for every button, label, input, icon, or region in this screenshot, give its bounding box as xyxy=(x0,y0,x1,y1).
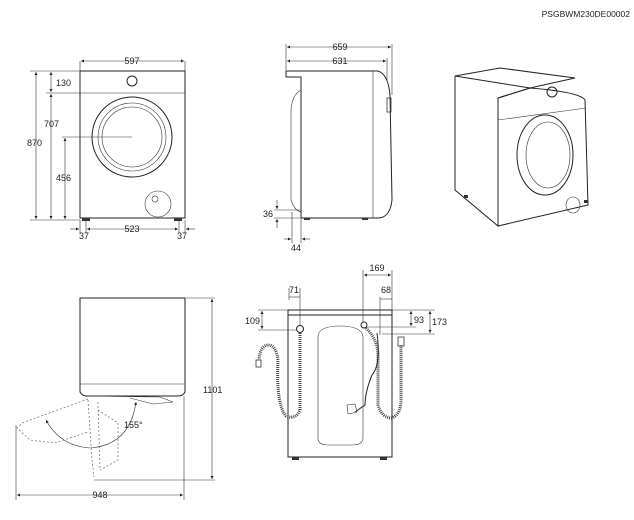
dim-cable-height: 173 xyxy=(432,317,447,327)
dim-width: 597 xyxy=(124,56,139,66)
dim-door-center: 456 xyxy=(56,173,71,183)
dim-total-height: 870 xyxy=(27,138,42,148)
dim-foot-offset: 44 xyxy=(291,243,301,253)
dim-door-angle: 155° xyxy=(124,420,143,430)
top-view: 155° 1101 948 xyxy=(15,297,222,500)
dim-inlet-offset: 71 xyxy=(289,285,299,295)
side-view: 659 631 36 44 xyxy=(263,42,393,253)
dim-door-top: 707 xyxy=(44,119,59,129)
inlet-connector-icon xyxy=(296,325,304,333)
dim-cable-offset: 68 xyxy=(381,285,391,295)
isometric-view xyxy=(454,67,589,228)
dim-depth-body: 631 xyxy=(332,56,347,66)
dim-width-door-open: 948 xyxy=(92,490,107,500)
dim-foot-left: 37 xyxy=(79,231,89,241)
drain-hose-icon xyxy=(364,326,403,420)
back-view: 71 169 68 109 93 173 xyxy=(245,263,447,460)
dim-drain-offset: 169 xyxy=(369,263,384,273)
dim-foot-span: 523 xyxy=(124,224,139,234)
power-cable-icon xyxy=(354,332,379,413)
dim-drain-height: 93 xyxy=(414,315,424,325)
dim-inlet-height: 109 xyxy=(245,316,260,326)
front-view: 597 870 130 707 456 37 523 37 xyxy=(27,56,195,241)
dim-depth-door-open: 1101 xyxy=(203,385,222,395)
dim-foot-right: 37 xyxy=(177,231,187,241)
drain-connector-icon xyxy=(360,321,368,329)
dim-foot-height: 36 xyxy=(263,209,273,219)
drawing-reference: PSGBWM230DE00002 xyxy=(542,9,631,19)
dim-depth-total: 659 xyxy=(332,42,347,52)
dim-panel-height: 130 xyxy=(56,78,71,88)
inlet-hose-icon xyxy=(257,333,302,419)
